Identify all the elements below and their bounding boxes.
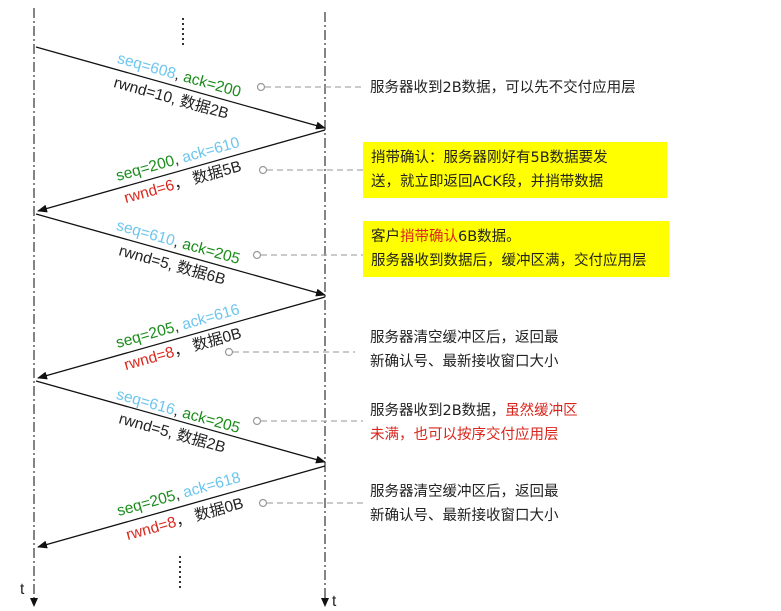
connector-dot-icon xyxy=(252,416,262,426)
note-3-highlight: 客户捎带确认6B数据。 服务器收到数据后，缓冲区满，交付应用层 xyxy=(363,221,669,277)
connector-dot-icon xyxy=(256,82,266,92)
message-arrow xyxy=(35,46,326,130)
client-time-label: t xyxy=(20,581,25,598)
note-5-emphasis: 虽然缓冲区 xyxy=(505,403,578,419)
note-2-line-1: 捎带确认：服务器刚好有5B数据要发 xyxy=(371,150,608,166)
client-time-arrow-icon xyxy=(30,598,38,607)
separator: ， xyxy=(174,509,198,531)
note-3-line-2: 服务器收到数据后，缓冲区满，交付应用层 xyxy=(371,253,647,269)
note-4-line-1: 服务器清空缓冲区后，返回最 xyxy=(370,330,559,346)
separator: ， xyxy=(172,172,196,194)
note-6-line-1: 服务器清空缓冲区后，返回最 xyxy=(370,484,559,500)
message-arrow xyxy=(37,296,326,380)
note-5-line-2: 未满，也可以按序交付应用层 xyxy=(370,427,559,443)
connector-dot-icon xyxy=(224,347,234,357)
server-time-arrow-icon xyxy=(321,598,329,607)
note-3-emphasis: 捎带确认 xyxy=(400,229,458,245)
note-5: 服务器收到2B数据，虽然缓冲区 未满，也可以按序交付应用层 xyxy=(370,399,578,447)
message-arrow xyxy=(35,380,326,464)
note-4: 服务器清空缓冲区后，返回最 新确认号、最新接收窗口大小 xyxy=(370,326,559,374)
server-time-label: t xyxy=(332,593,337,610)
note-6-line-2: 新确认号、最新接收窗口大小 xyxy=(370,508,559,524)
note-3-text: 客户 xyxy=(371,229,400,245)
rwnd-field: rwnd=8 xyxy=(124,514,178,544)
note-2-highlight: 捎带确认：服务器刚好有5B数据要发 送，就立即返回ACK段，并捎带数据 xyxy=(363,142,667,198)
message-arrow xyxy=(37,129,326,213)
note-4-line-2: 新确认号、最新接收窗口大小 xyxy=(370,354,559,370)
payload-size: 数据0B xyxy=(192,494,245,525)
message-arrow xyxy=(37,465,326,549)
note-5-line-1: 服务器收到2B数据，虽然缓冲区 xyxy=(370,399,578,423)
connector-dot-icon xyxy=(258,165,268,175)
note-3-text-end: 6B数据。 xyxy=(458,229,521,245)
connector-dot-icon xyxy=(252,250,262,260)
connector-dot-icon xyxy=(258,498,268,508)
note-2-line-2: 送，就立即返回ACK段，并捎带数据 xyxy=(371,174,604,190)
note-5-text: 服务器收到2B数据， xyxy=(370,403,506,419)
note-3-line-1: 客户捎带确认6B数据。 xyxy=(371,225,661,249)
note-6: 服务器清空缓冲区后，返回最 新确认号、最新接收窗口大小 xyxy=(370,480,559,528)
message-arrow xyxy=(35,213,326,297)
note-1: 服务器收到2B数据，可以先不交付应用层 xyxy=(370,80,636,96)
separator: ， xyxy=(172,339,196,361)
